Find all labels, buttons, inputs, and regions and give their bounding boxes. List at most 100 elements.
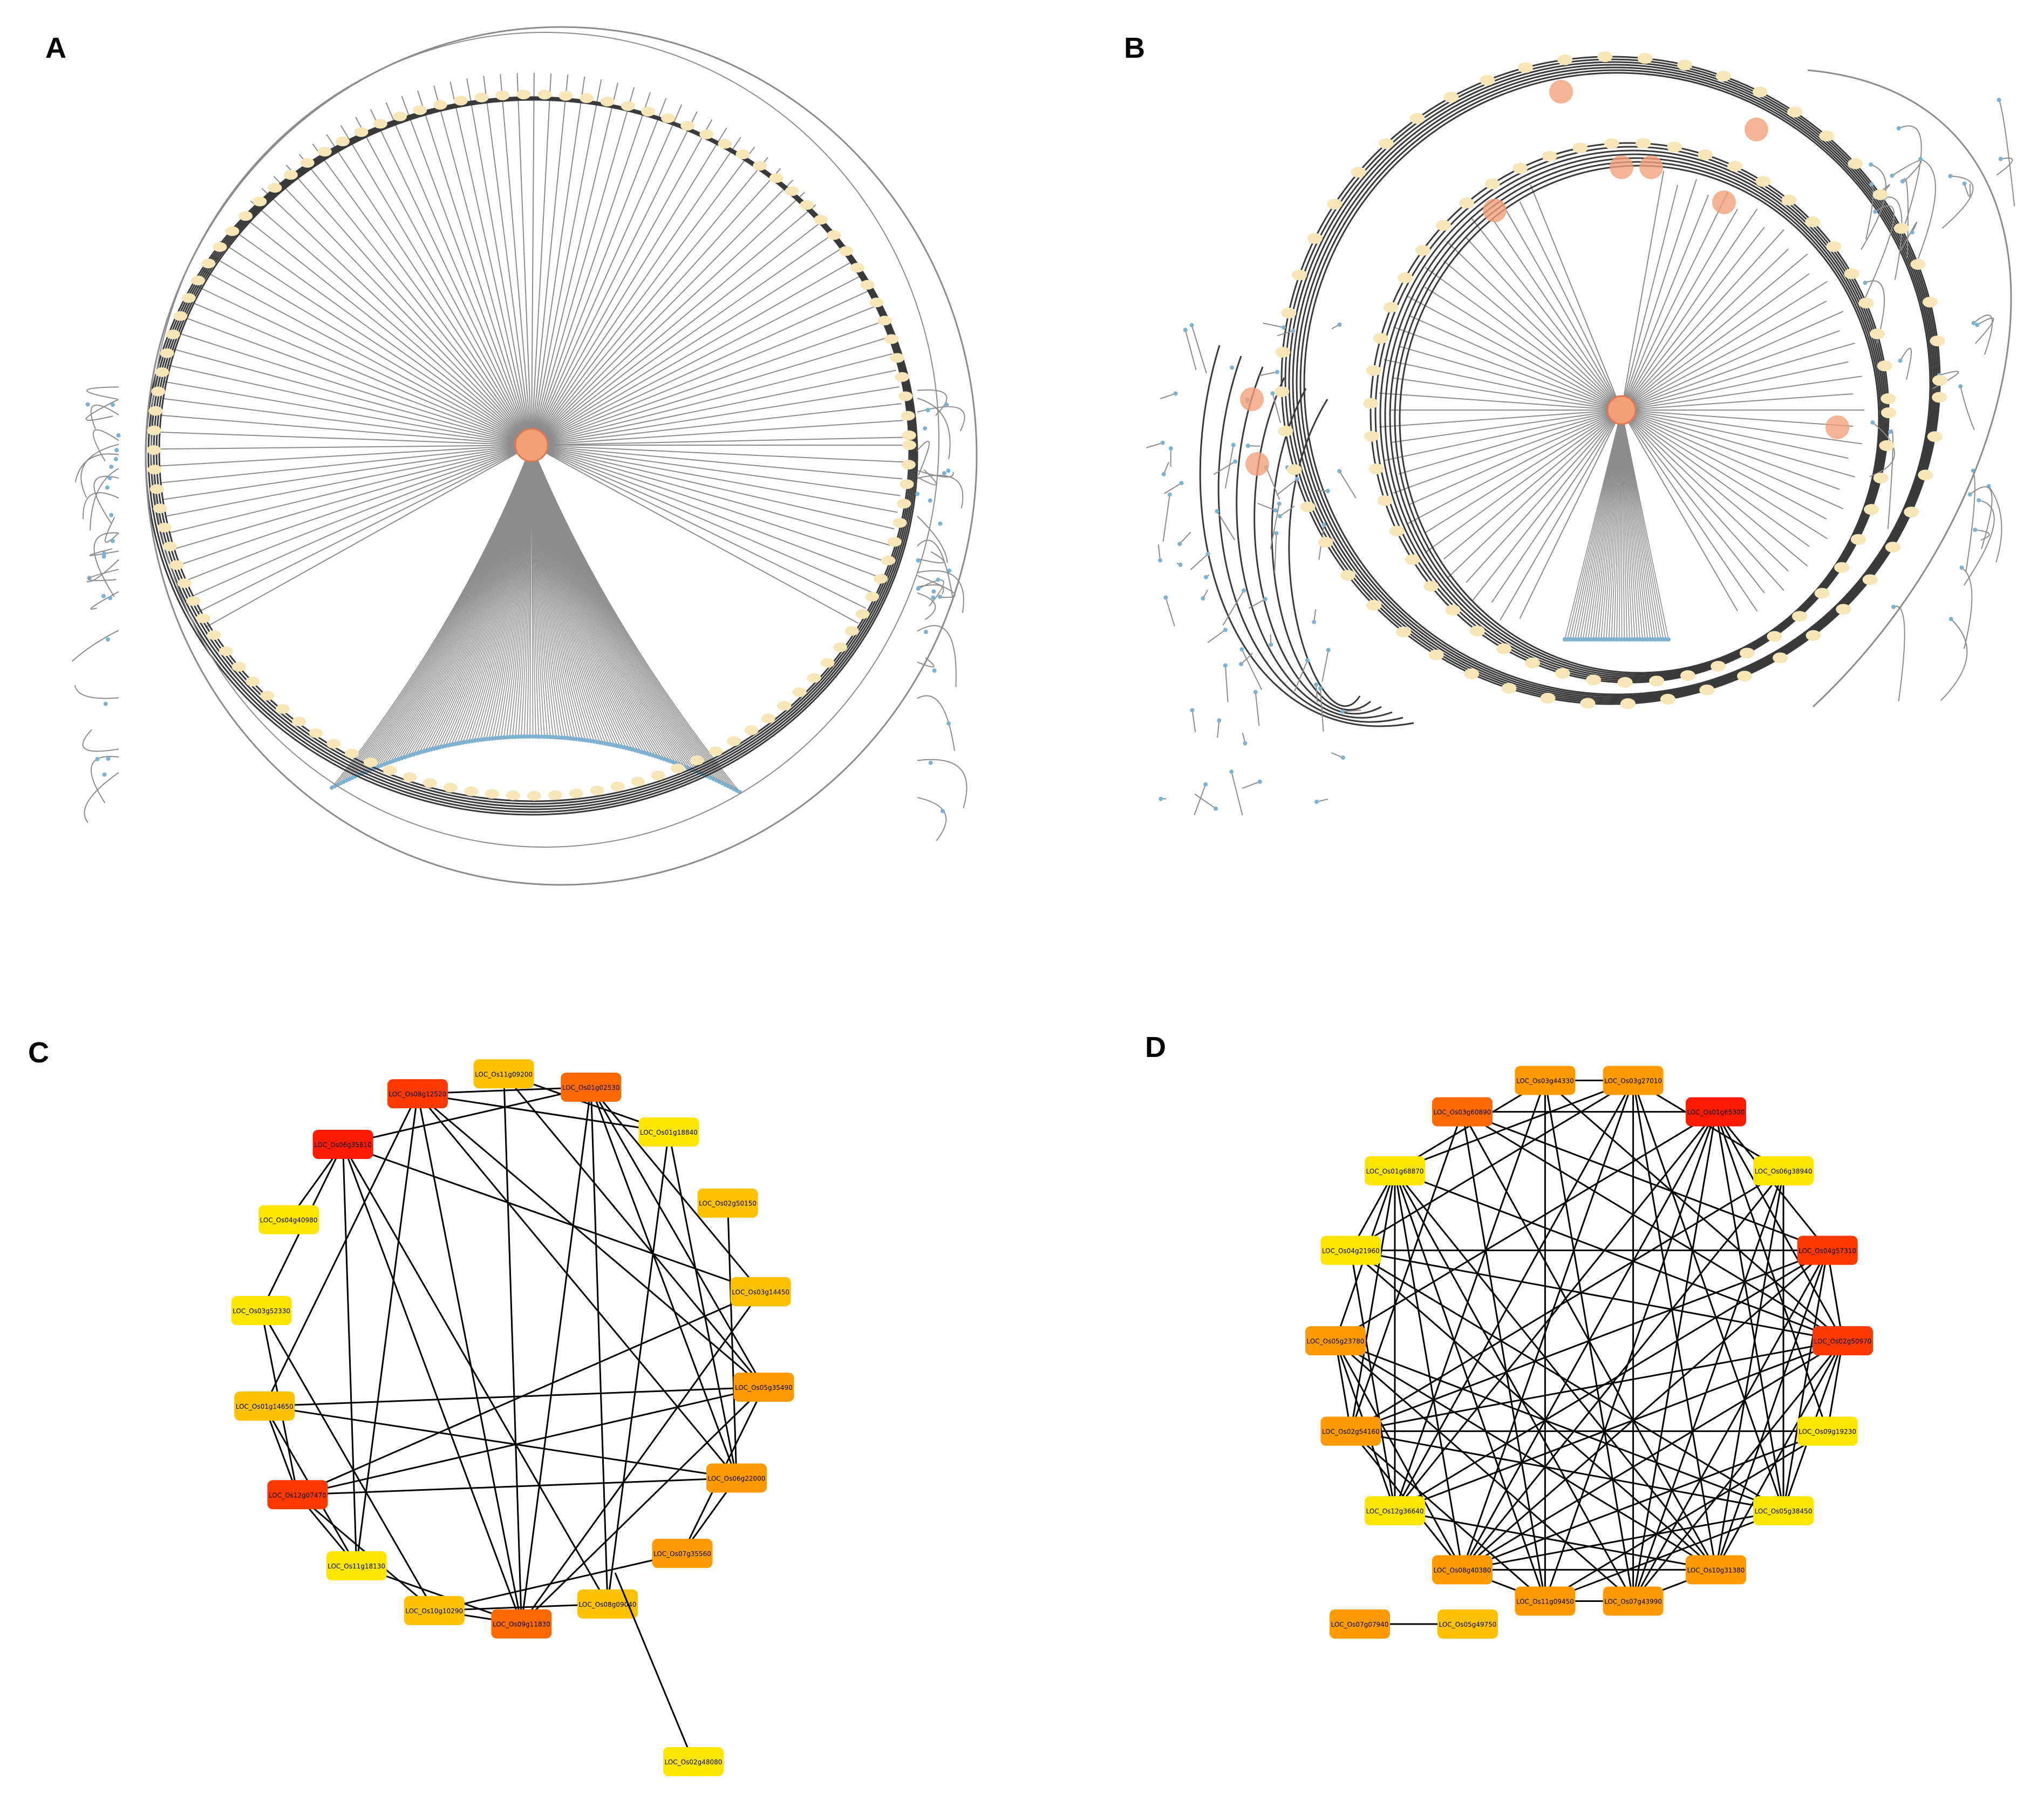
gene-node	[326, 1551, 387, 1580]
leaf-edge	[1606, 410, 1622, 640]
ring-node	[219, 646, 233, 657]
spoke-edge	[169, 445, 532, 534]
spoke-edge	[1621, 410, 1738, 611]
ring-node	[1870, 328, 1885, 339]
side-edge	[91, 756, 119, 803]
leaf-edge	[1585, 410, 1622, 640]
gene-node	[404, 1596, 465, 1626]
spiral-edges	[1253, 377, 1382, 715]
ring-node	[1885, 542, 1900, 553]
leaf-node	[1253, 690, 1258, 694]
interaction-edge	[1394, 1340, 1843, 1512]
ring-node	[1773, 652, 1788, 664]
panel-label-a: A	[45, 32, 66, 64]
spoke-edge	[531, 73, 535, 446]
leaf-edge	[1593, 410, 1622, 640]
ring-node	[147, 425, 161, 435]
leaf-node	[923, 630, 928, 635]
ring-node	[661, 113, 676, 123]
spoke-edge	[163, 445, 532, 500]
ring-node	[1327, 199, 1343, 210]
leaf-edge	[1616, 410, 1622, 640]
tangle-edge	[1222, 590, 1244, 626]
leaf-node	[1314, 682, 1319, 687]
interaction-edge	[342, 1144, 522, 1625]
ring-node	[881, 555, 896, 565]
ring-node	[1373, 333, 1388, 344]
ring-node	[1278, 425, 1293, 436]
leaf-node	[1243, 741, 1248, 746]
spoke-edge	[1519, 201, 1622, 411]
gene-node-label: LOC_Os12g36640	[1366, 1507, 1424, 1515]
tangle-edge	[1343, 710, 1361, 712]
spoke-edge	[206, 445, 532, 627]
tangle-edge	[1213, 461, 1236, 475]
ring-node	[1826, 241, 1842, 253]
hub-node	[1712, 190, 1736, 214]
gene-node	[1686, 1555, 1746, 1585]
spoke-edge	[531, 179, 794, 446]
tangle-edge	[1274, 533, 1277, 574]
spoke-edge	[531, 192, 805, 446]
gene-node	[1753, 1156, 1814, 1186]
interaction-edge	[1461, 1170, 1784, 1571]
leaf-node	[944, 403, 949, 407]
interaction-edge	[261, 1310, 435, 1611]
spoke-edge	[1621, 376, 1862, 411]
interaction-edge	[1350, 1250, 1784, 1512]
leaf-node	[1888, 429, 1892, 434]
ring-node	[1834, 562, 1850, 573]
leaf-node	[1967, 492, 1972, 497]
spoke-edge	[1379, 410, 1622, 428]
spoke-edge	[1424, 410, 1622, 534]
spoke-edge	[531, 445, 874, 594]
side-edge	[917, 797, 947, 841]
side-edge	[90, 591, 119, 610]
tangle-edge	[1865, 183, 1874, 240]
tangle-edge	[1217, 720, 1220, 738]
ring-node	[1873, 472, 1889, 483]
ring-node	[453, 96, 468, 106]
gene-node-label: LOC_Os07g35560	[653, 1550, 711, 1558]
leaf-node	[942, 471, 946, 476]
side-edge	[90, 404, 119, 429]
ring-node	[1396, 626, 1412, 638]
leaf-node	[1160, 440, 1165, 445]
inner-ring-edges	[1389, 157, 1883, 677]
side-edge	[917, 584, 944, 595]
ring-node	[1864, 504, 1879, 515]
ring-node	[1286, 464, 1302, 475]
ring-node	[1597, 51, 1613, 63]
side-edge	[917, 592, 936, 620]
leaf-edge	[1564, 410, 1622, 640]
ring-node	[1715, 71, 1731, 82]
ring-node	[1377, 495, 1393, 506]
spoke-edge	[161, 445, 532, 483]
ring-node	[1791, 611, 1807, 622]
gene-node	[387, 1079, 448, 1109]
inner-ring-edges	[1394, 161, 1882, 676]
spoke-edge	[160, 445, 532, 467]
gene-node-label: LOC_Os05g23780	[1307, 1338, 1365, 1345]
interaction-edge	[1351, 1430, 1784, 1512]
tangle-edge	[1249, 598, 1266, 609]
spoke-edge	[1392, 410, 1622, 443]
gene-node	[1515, 1066, 1576, 1095]
leaf-node	[923, 426, 928, 431]
ring-node	[777, 701, 792, 711]
ring-node	[231, 661, 246, 672]
gene-node	[491, 1609, 552, 1639]
gene-node	[1753, 1496, 1814, 1525]
leaf-node	[109, 465, 114, 469]
gene-node	[1432, 1555, 1493, 1585]
ring-node	[1512, 162, 1528, 174]
tangle-edge	[1224, 445, 1234, 489]
ring-node	[1620, 698, 1636, 710]
leaf-node	[1312, 619, 1317, 624]
spoke-edge	[516, 73, 532, 446]
interaction-edge	[417, 1093, 738, 1479]
gene-node-label: LOC_Os02g48080	[665, 1758, 723, 1766]
spoke-edge	[531, 274, 863, 446]
ring-node	[590, 786, 604, 796]
